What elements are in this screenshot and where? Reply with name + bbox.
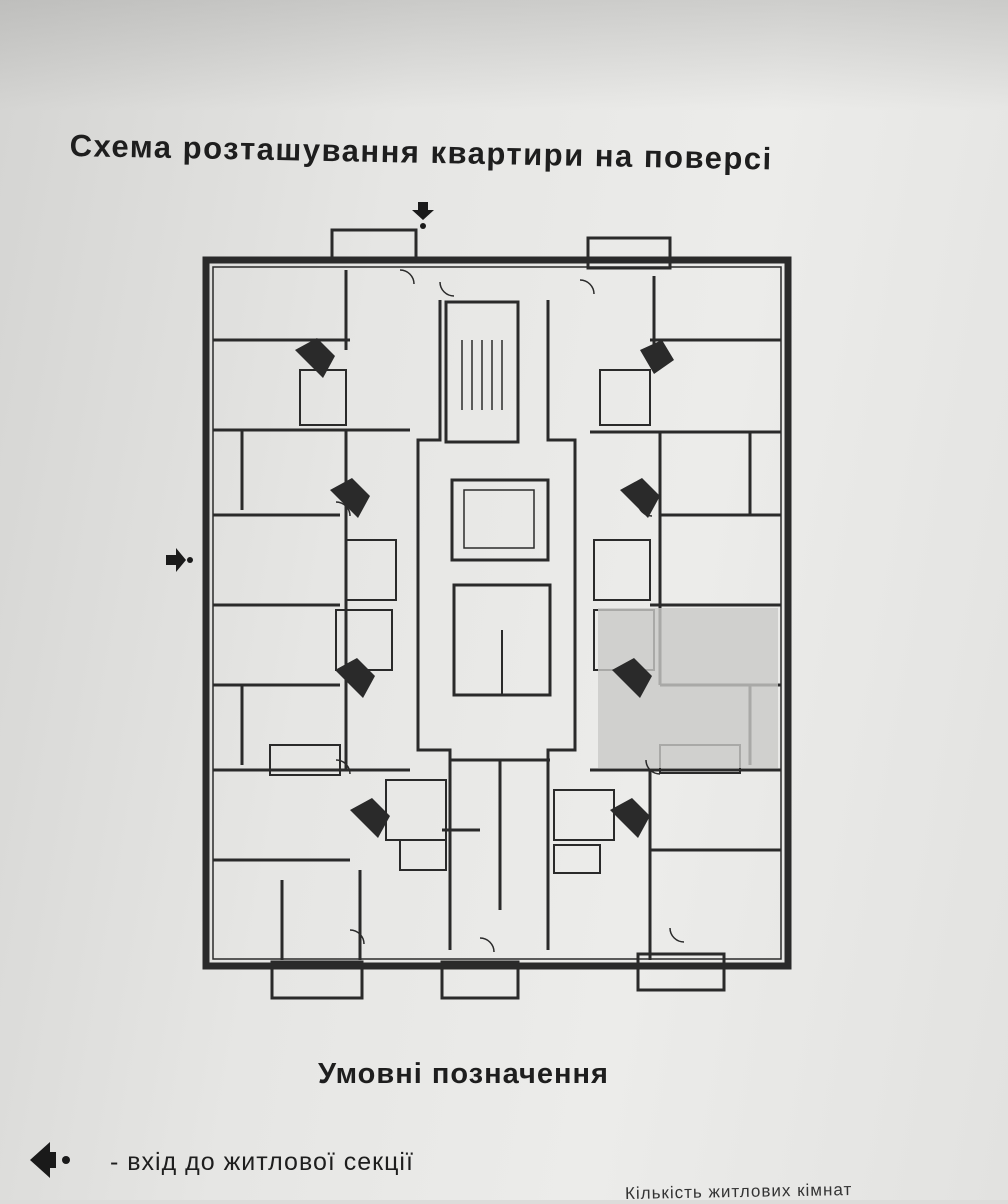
highlighted-apartment (598, 608, 778, 768)
legend-entrance-label: - вхід до житлової секції (110, 1148, 414, 1176)
corridor (416, 300, 577, 950)
floor-plan (166, 202, 792, 1000)
entrance-arrow-icon (30, 1142, 70, 1178)
entrance-marker-top (412, 202, 434, 229)
stair-core (444, 300, 520, 444)
entrance-marker-left (166, 548, 193, 572)
balcony-bottom-center (440, 960, 520, 1000)
outer-wall (202, 256, 792, 970)
balcony-bottom-left (270, 960, 364, 1000)
balcony-top-left (330, 228, 418, 262)
balcony-bottom-right (636, 952, 726, 992)
cutoff-caption: Кількість житлових кімнат (624, 1180, 853, 1203)
page-shadow (0, 0, 1008, 110)
elevator-block (450, 478, 550, 562)
legend-title: Умовні позначення (318, 1058, 609, 1090)
balcony-top-right (586, 236, 672, 270)
legend-entrance-item: - вхід до житлової секції (18, 1128, 718, 1188)
